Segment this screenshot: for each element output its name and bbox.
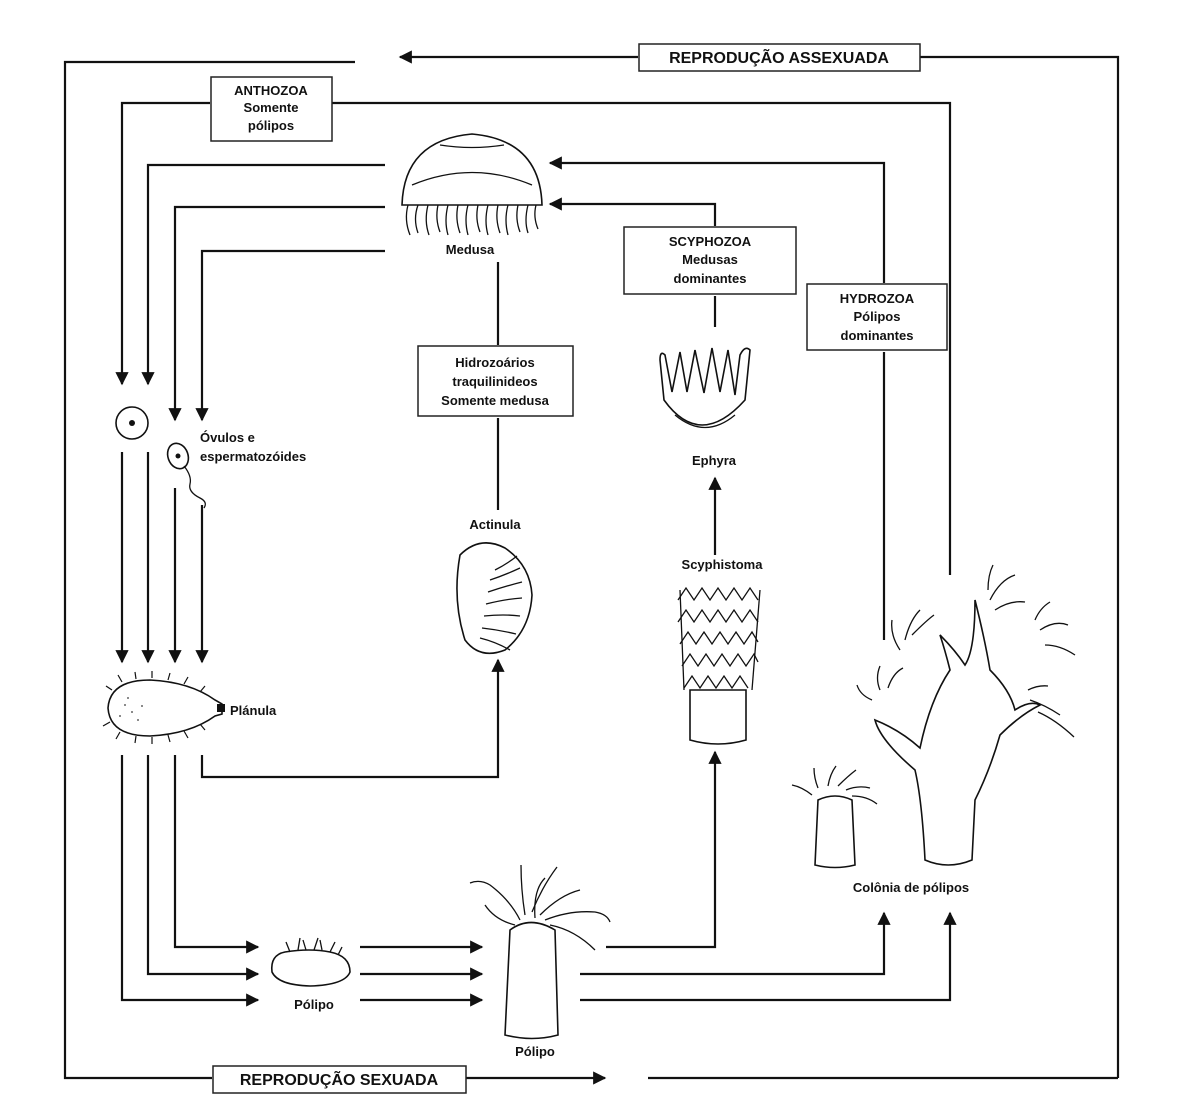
scyphozoa-line3: dominantes [674, 271, 747, 286]
small-to-large-polyp-paths [360, 940, 484, 1007]
planula-label: Plánula [230, 703, 277, 718]
asexual-label: REPRODUÇÃO ASSEXUADA [669, 47, 889, 67]
hydrozoa-path [548, 156, 886, 640]
medusa-label: Medusa [446, 242, 495, 257]
traquilinideos-line2: traquilinideos [452, 374, 537, 389]
colony-label: Colônia de pólipos [853, 880, 969, 895]
sexual-label: REPRODUÇÃO SEXUADA [240, 1069, 439, 1089]
medusa-illustration [401, 133, 543, 236]
gametes-to-planula-paths [115, 452, 209, 664]
sperm-icon [166, 442, 206, 509]
hydrozoa-title: HYDROZOA [840, 291, 915, 306]
anthozoa-box: ANTHOZOA Somente pólipos [210, 76, 333, 142]
traquilinideos-box: Hidrozoários traquilinideos Somente medu… [417, 345, 574, 417]
ephyra-illustration [659, 347, 751, 428]
hydrozoa-box: HYDROZOA Pólipos dominantes [806, 283, 948, 351]
sexual-box: REPRODUÇÃO SEXUADA [212, 1065, 467, 1094]
anthozoa-path [115, 101, 952, 575]
actinula-label: Actinula [469, 517, 521, 532]
large-polyp-label: Pólipo [515, 1044, 555, 1059]
hydrozoa-line3: dominantes [841, 328, 914, 343]
planula-outputs-paths [120, 658, 505, 1007]
traquilinideos-title: Hidrozoários [455, 355, 534, 370]
planula-illustration [102, 671, 225, 744]
small-polyp-illustration [270, 937, 351, 987]
scyphozoa-path [548, 197, 722, 555]
small-polyp-label: Pólipo [294, 997, 334, 1012]
gametes-label-line2: espermatozóides [200, 449, 306, 464]
scyphistoma-label: Scyphistoma [682, 557, 764, 572]
anthozoa-line2: Somente [244, 100, 299, 115]
actinula-illustration [456, 542, 533, 655]
polyp-colony-illustration [791, 564, 1076, 869]
asexual-cycle-path [63, 50, 1120, 1085]
hydrozoa-line2: Pólipos [854, 309, 901, 324]
anthozoa-title: ANTHOZOA [234, 83, 308, 98]
egg-icon [115, 406, 149, 440]
large-polyp-illustration [469, 864, 611, 1040]
ephyra-label: Ephyra [692, 453, 737, 468]
scyphozoa-title: SCYPHOZOA [669, 234, 752, 249]
scyphozoa-line2: Medusas [682, 252, 738, 267]
asexual-box: REPRODUÇÃO ASSEXUADA [638, 43, 921, 72]
polyp-outputs-paths [580, 750, 957, 1002]
anthozoa-line3: pólipos [248, 118, 294, 133]
medusa-to-gametes-paths [141, 163, 385, 422]
scyphistoma-illustration [677, 586, 761, 745]
scyphozoa-box: SCYPHOZOA Medusas dominantes [623, 226, 797, 295]
gametes-label-line1: Óvulos e [200, 430, 255, 445]
traquilinideos-line3: Somente medusa [441, 393, 549, 408]
